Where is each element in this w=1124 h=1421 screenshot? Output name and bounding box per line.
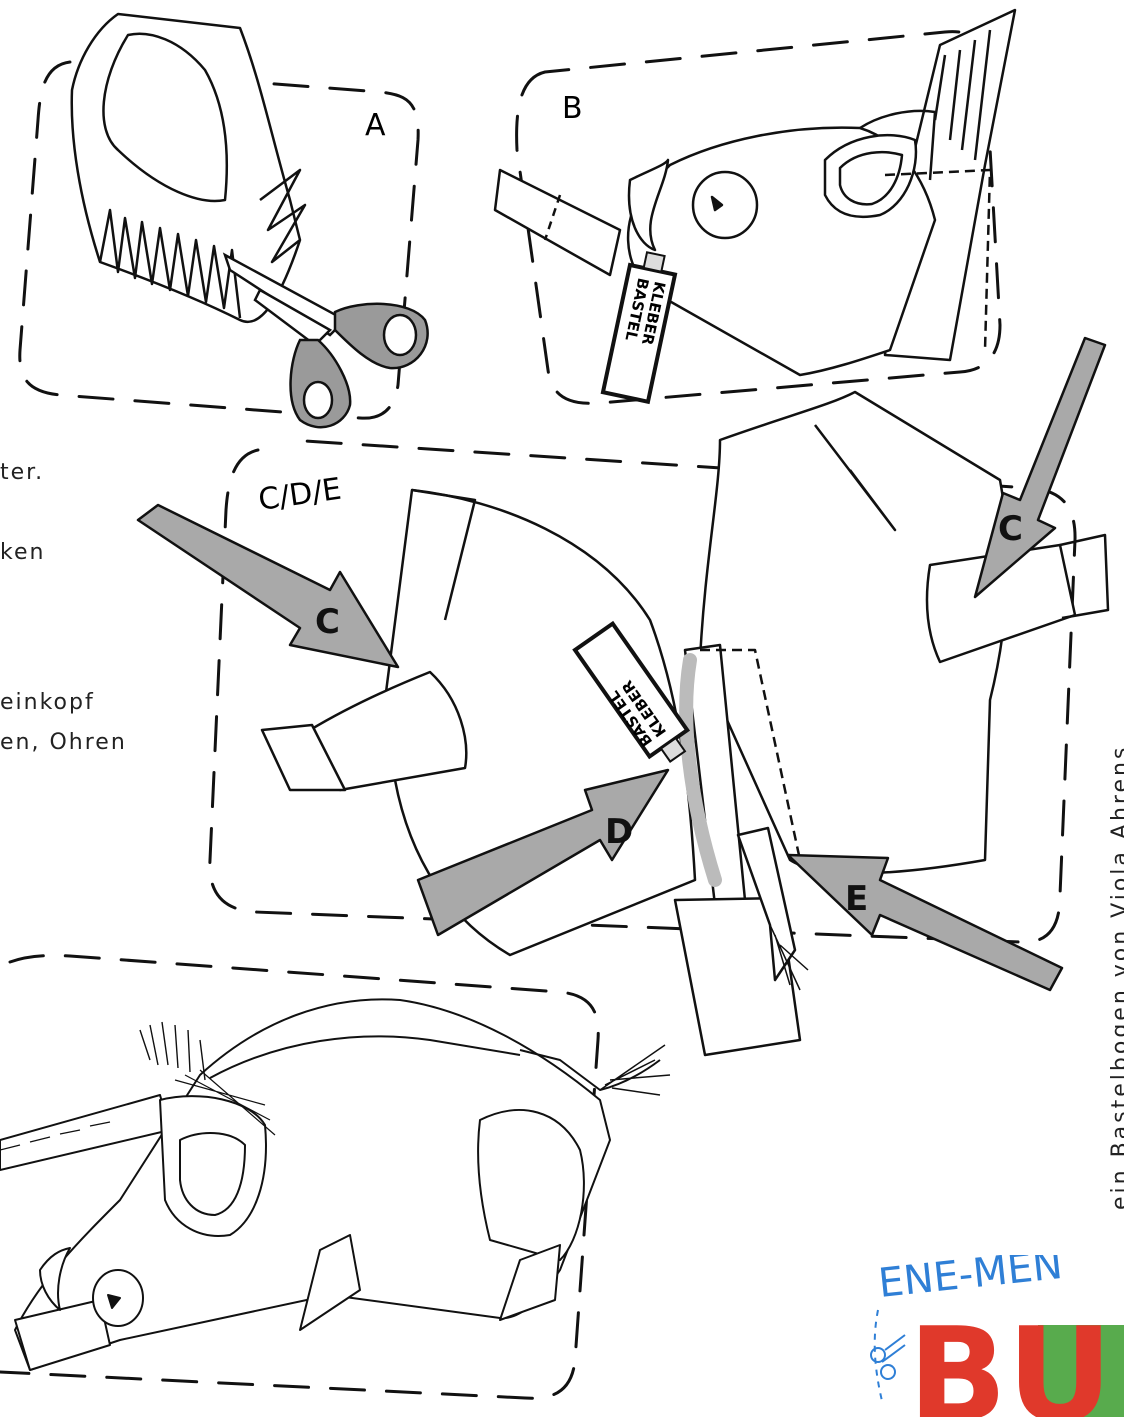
arrow-c-left — [136, 503, 400, 669]
panel-a-artwork — [70, 12, 307, 323]
glue-smear — [679, 653, 722, 887]
cut-off-text-3: einkopf — [0, 690, 95, 715]
cut-off-text-1: ter. — [0, 460, 45, 485]
arrow-e — [786, 853, 1064, 992]
ene-mene-logo: ENE-MEN BU — [868, 1255, 1124, 1417]
panel-cde-label: C/D/E — [256, 472, 343, 518]
cut-off-text-4: en, Ohren — [0, 730, 127, 755]
arrow-c-left-label: C — [315, 602, 340, 642]
arrow-c-right-label: C — [998, 509, 1023, 549]
logo-scissors-icon — [870, 1334, 906, 1380]
finished-boar-artwork — [0, 998, 671, 1371]
panel-cde-frame — [208, 438, 1077, 944]
panel-b-artwork — [493, 8, 1017, 377]
credit-text: ein Bastelbogen von Viola Ahrens — [1108, 744, 1124, 1210]
glue-tube-icon-b: BASTEL KLEBER — [600, 251, 678, 405]
cut-off-text-2: ken — [0, 540, 46, 565]
panel-bottom-frame — [0, 954, 600, 1400]
scissors-icon — [222, 252, 429, 429]
panel-a-label: A — [365, 108, 386, 143]
panel-cde-artwork — [260, 390, 1110, 1057]
arrow-d-label: D — [605, 812, 633, 852]
panel-a-frame — [18, 60, 420, 420]
arrow-c-right — [973, 336, 1107, 599]
logo-big-letters: BU — [908, 1299, 1113, 1417]
panel-b-label: B — [562, 91, 583, 126]
arrow-e-label: E — [845, 879, 868, 919]
arrow-d — [416, 768, 670, 937]
